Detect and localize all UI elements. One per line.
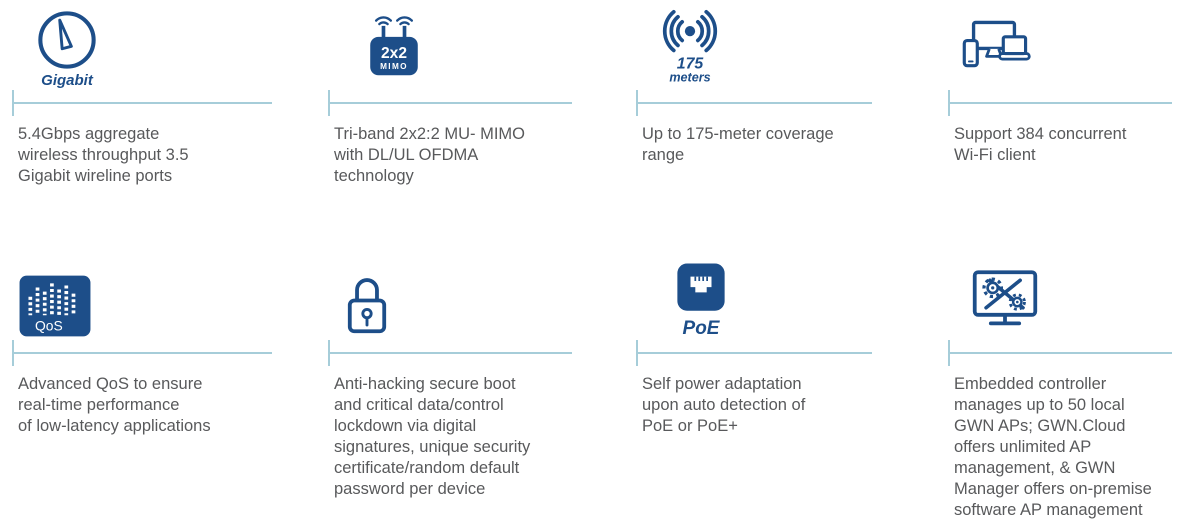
padlock-icon — [347, 278, 387, 334]
icon-area: PoE — [636, 254, 900, 338]
feature-description: Self power adaptation upon auto detectio… — [642, 375, 806, 435]
icon-area: Gigabit — [12, 4, 300, 88]
signal-range-icon: 175 meters — [662, 9, 718, 85]
divider — [12, 90, 272, 116]
devices-icon — [962, 20, 1031, 68]
divider — [636, 340, 872, 366]
icon-area: 2x2 MIMO — [328, 4, 600, 88]
range-label-bottom: meters — [669, 71, 710, 85]
feature-security: Anti-hacking secure boot and critical da… — [300, 250, 600, 524]
feature-description: 5.4Gbps aggregate wireless throughput 3.… — [18, 125, 189, 185]
divider — [328, 340, 572, 366]
feature-mu-mimo: 2x2 MIMO Tri-band 2x2:2 MU- MIMO with DL… — [300, 0, 600, 250]
divider — [636, 90, 872, 116]
feature-description: Embedded controller manages up to 50 loc… — [954, 375, 1152, 519]
feature-description: Anti-hacking secure boot and critical da… — [334, 375, 531, 498]
icon-area — [948, 254, 1200, 338]
feature-poe: PoE Self power adaptation upon auto dete… — [600, 250, 900, 524]
gigabit-icon-stack: Gigabit — [36, 9, 98, 88]
divider — [948, 340, 1172, 366]
feature-description: Support 384 concurrent Wi-Fi client — [954, 125, 1127, 164]
feature-qos: QoS Advanced QoS to ensure real-time per… — [0, 250, 300, 524]
divider — [948, 90, 1172, 116]
range-label-top: 175 — [677, 55, 704, 72]
qos-label: QoS — [35, 318, 63, 334]
icon-area: QoS — [12, 254, 300, 338]
feature-coverage-range: 175 meters Up to 175-meter coverage rang… — [600, 0, 900, 250]
feature-embedded-controller: Embedded controller manages up to 50 loc… — [900, 250, 1200, 524]
poe-port-icon — [677, 263, 725, 311]
divider — [12, 340, 272, 366]
divider — [328, 90, 572, 116]
feature-description: Advanced QoS to ensure real-time perform… — [18, 375, 211, 435]
poe-icon-stack: PoE — [673, 261, 729, 338]
icon-area: 175 meters — [636, 4, 900, 88]
poe-label: PoE — [682, 318, 720, 339]
mimo-router-icon: 2x2 MIMO — [370, 16, 418, 76]
mimo-label-top: 2x2 — [381, 45, 407, 62]
feature-description: Tri-band 2x2:2 MU- MIMO with DL/UL OFDMA… — [334, 125, 526, 185]
controller-monitor-icon — [972, 270, 1038, 326]
mimo-label-bottom: MIMO — [380, 62, 408, 71]
qos-equalizer-icon: QoS — [19, 275, 91, 337]
feature-gigabit-throughput: Gigabit 5.4Gbps aggregate wireless throu… — [0, 0, 300, 250]
icon-area — [328, 254, 600, 338]
speedometer-icon — [38, 11, 96, 69]
feature-description: Up to 175-meter coverage range — [642, 125, 834, 164]
icon-area — [948, 4, 1200, 88]
feature-concurrent-clients: Support 384 concurrent Wi-Fi client — [900, 0, 1200, 250]
gigabit-label: Gigabit — [41, 72, 93, 89]
